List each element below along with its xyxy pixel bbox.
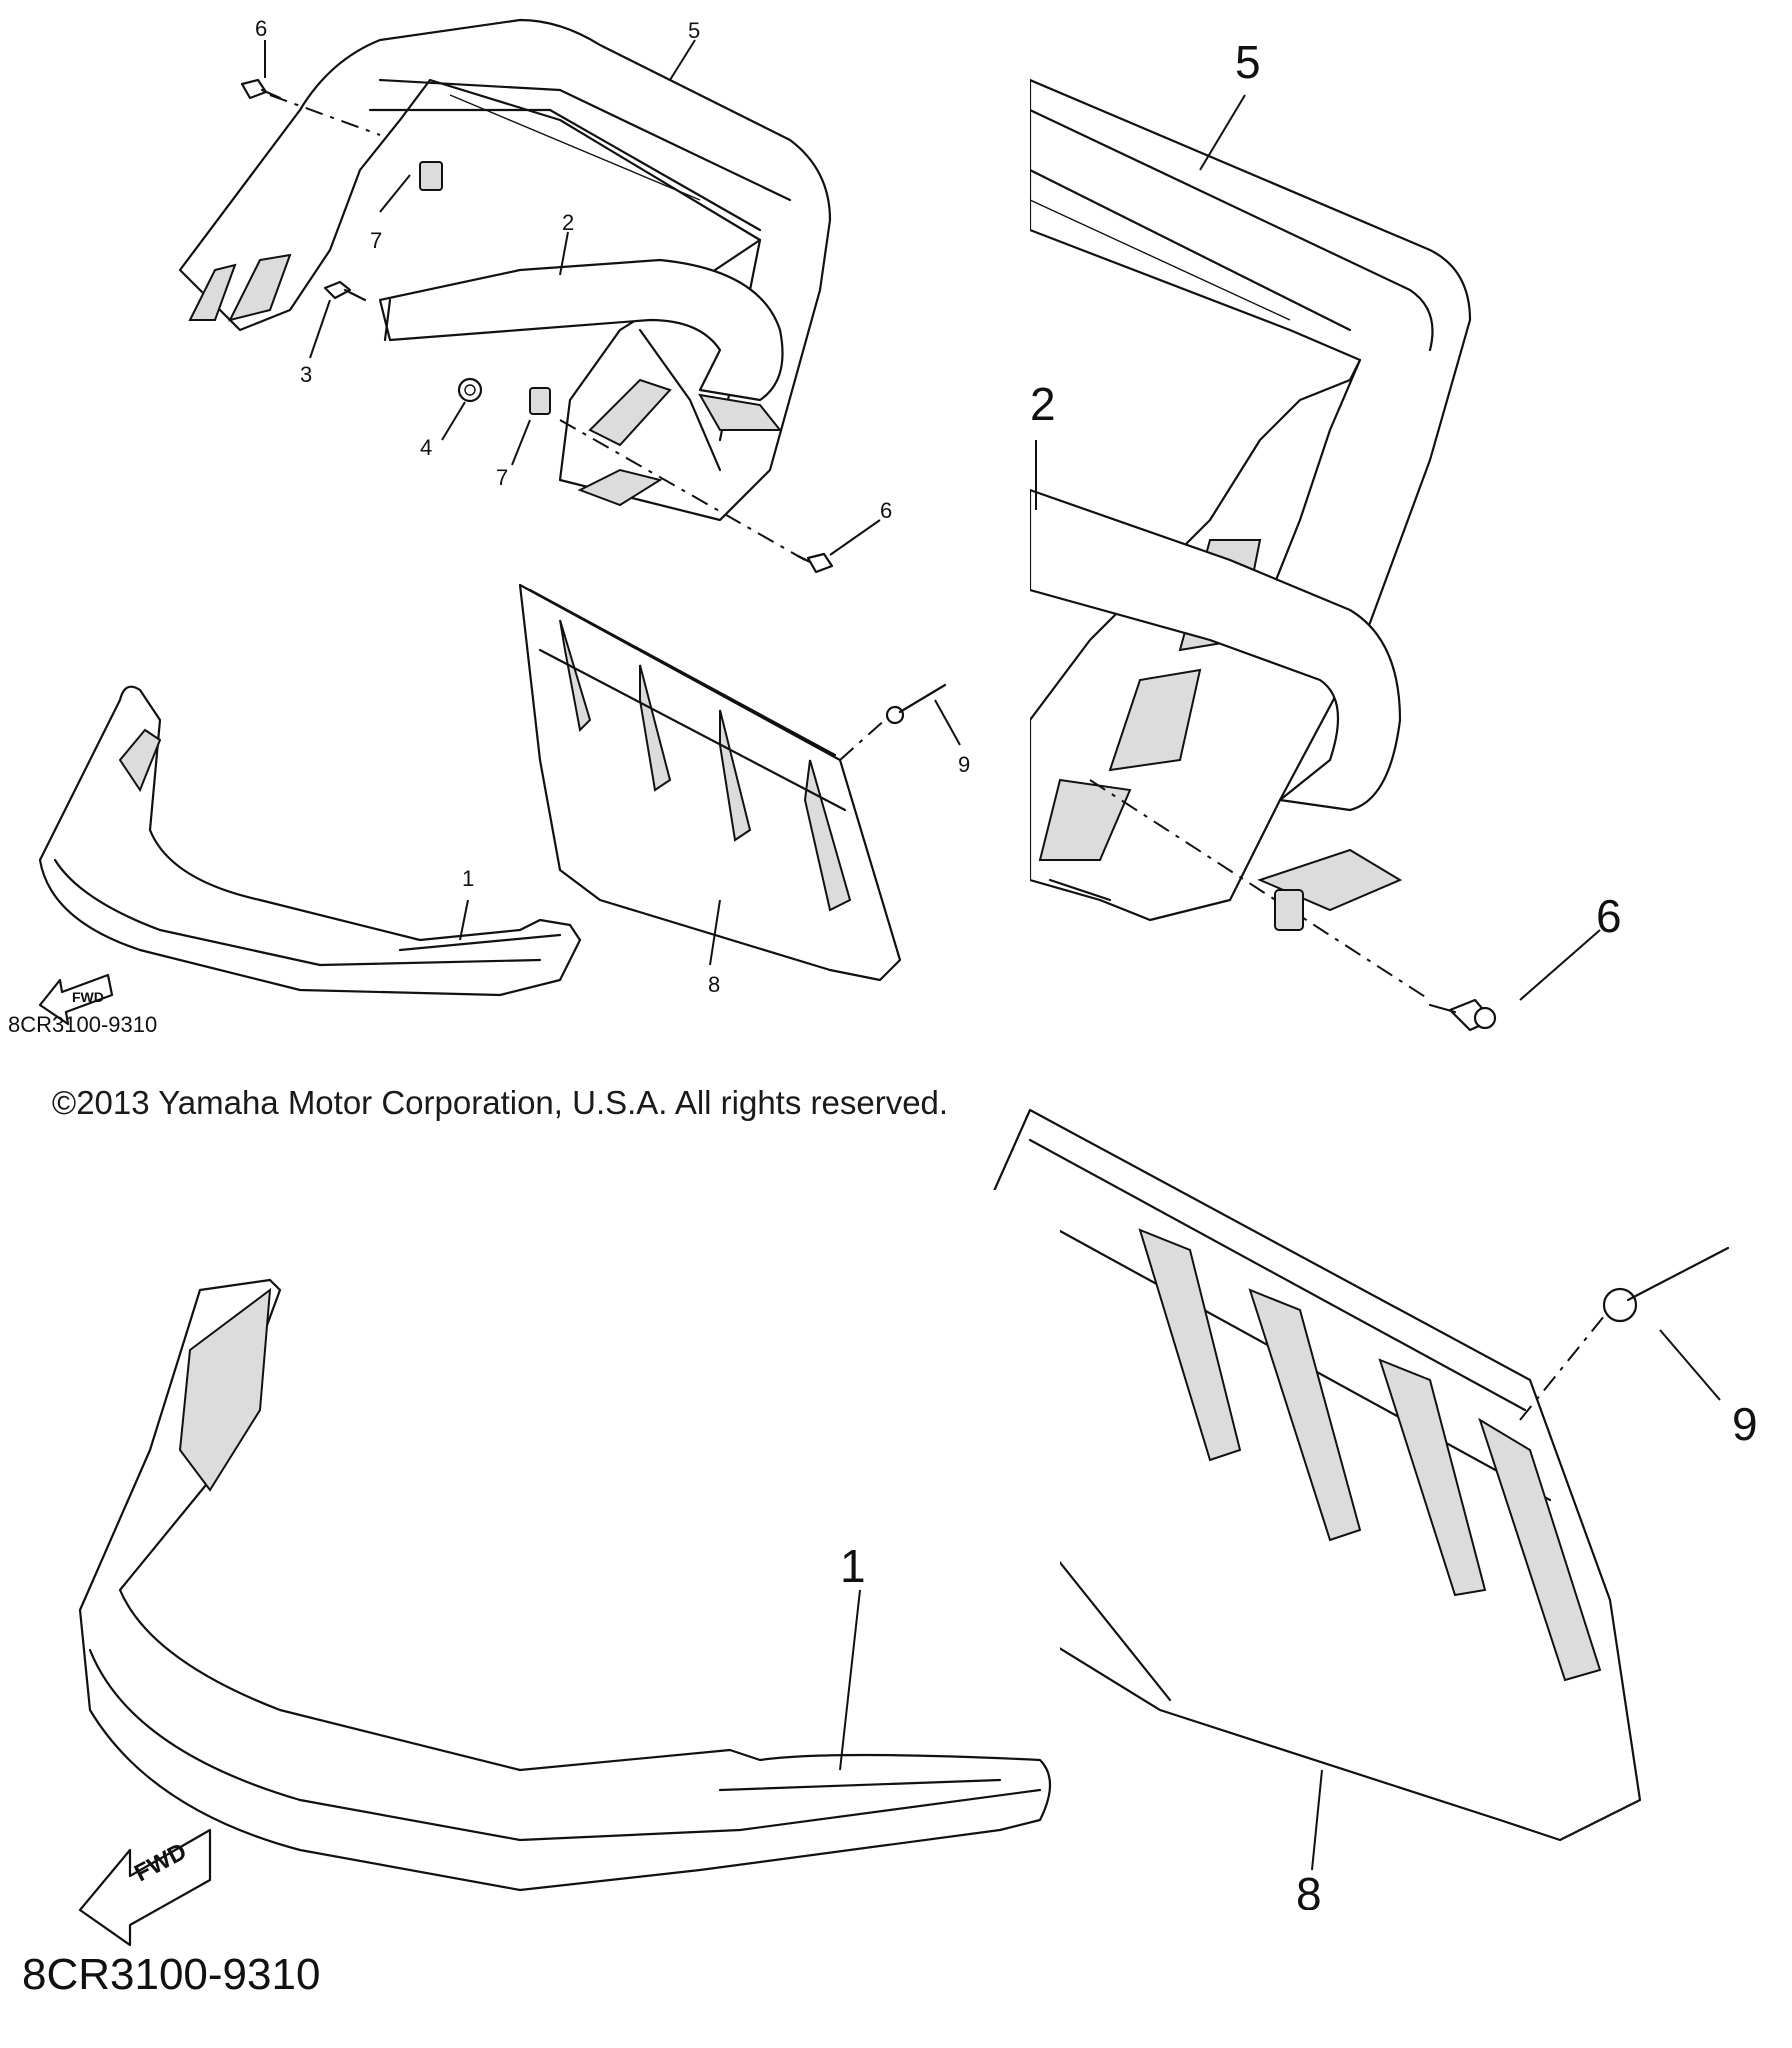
zoom-bottom-left-svg: FWD 1 [78,1278,1051,1947]
zoom-callout-6: 6 [1596,890,1622,942]
part-2-lower-bar [378,258,784,431]
zoom-rear-frame: 5 2 6 [1030,0,1792,1080]
zoom-bottom-right-svg: 9 8 [988,1108,1758,1910]
diagram-code-small: 8CR3100-9310 [8,1012,158,1037]
zoom-part-1-bumper [78,1278,1051,1892]
overview-svg: FWD 6 5 2 7 3 4 7 6 9 1 8 [38,16,970,1026]
zoom-part-6-bolt [1089,779,1497,1032]
zoom-part-8-flap [988,1108,1642,1842]
callout-4: 4 [420,435,432,460]
part-6-bolt-lower [796,552,834,574]
zoom-callout-2: 2 [1030,378,1056,430]
callout-9: 9 [958,752,970,777]
zoom-callout-5: 5 [1235,36,1261,88]
callout-8: 8 [708,972,720,997]
zoom-fwd-arrow-icon: FWD [78,1828,212,1947]
part-8-mud-flap [518,583,902,982]
fwd-arrow-icon: FWD [38,973,114,1026]
callout-3: 3 [300,362,312,387]
zoom-callout-1: 1 [840,1540,866,1592]
part-1-front-bumper [38,685,582,997]
callout-5: 5 [688,18,700,43]
part-7-clip-lower [529,387,551,415]
part-7-clip-upper [419,161,443,191]
part-4-nut [457,377,483,403]
part-5-rear-frame [178,18,832,522]
callout-7-top: 7 [370,228,382,253]
zoom-part-9-pin [1519,1246,1730,1421]
diagram-code-large: 8CR3100-9310 [22,1950,321,1999]
overview-diagram: FWD 6 5 2 7 3 4 7 6 9 1 8 [0,0,1000,1080]
copyright-notice: ©2013 Yamaha Motor Corporation, U.S.A. A… [51,1084,949,1121]
part-6-bolt-upper [240,78,282,100]
part-9-push-pin [839,683,947,761]
callout-6-top: 6 [255,16,267,41]
callout-2: 2 [562,210,574,235]
zoom-callout-8: 8 [1296,1868,1322,1910]
zoom-front-bumper: FWD 1 [0,1190,1060,2048]
callout-6-bottom: 6 [880,498,892,523]
callout-7-bottom: 7 [496,465,508,490]
zoom-top-svg: 5 2 6 [1030,36,1622,1032]
fwd-label: FWD [72,989,104,1005]
zoom-part-5-frame [1030,78,1472,922]
callout-1: 1 [462,866,474,891]
zoom-mud-flap: 9 8 [960,1080,1792,1910]
zoom-clip [1274,889,1304,931]
zoom-callout-9: 9 [1732,1398,1758,1450]
part-3-bolt [323,280,367,302]
